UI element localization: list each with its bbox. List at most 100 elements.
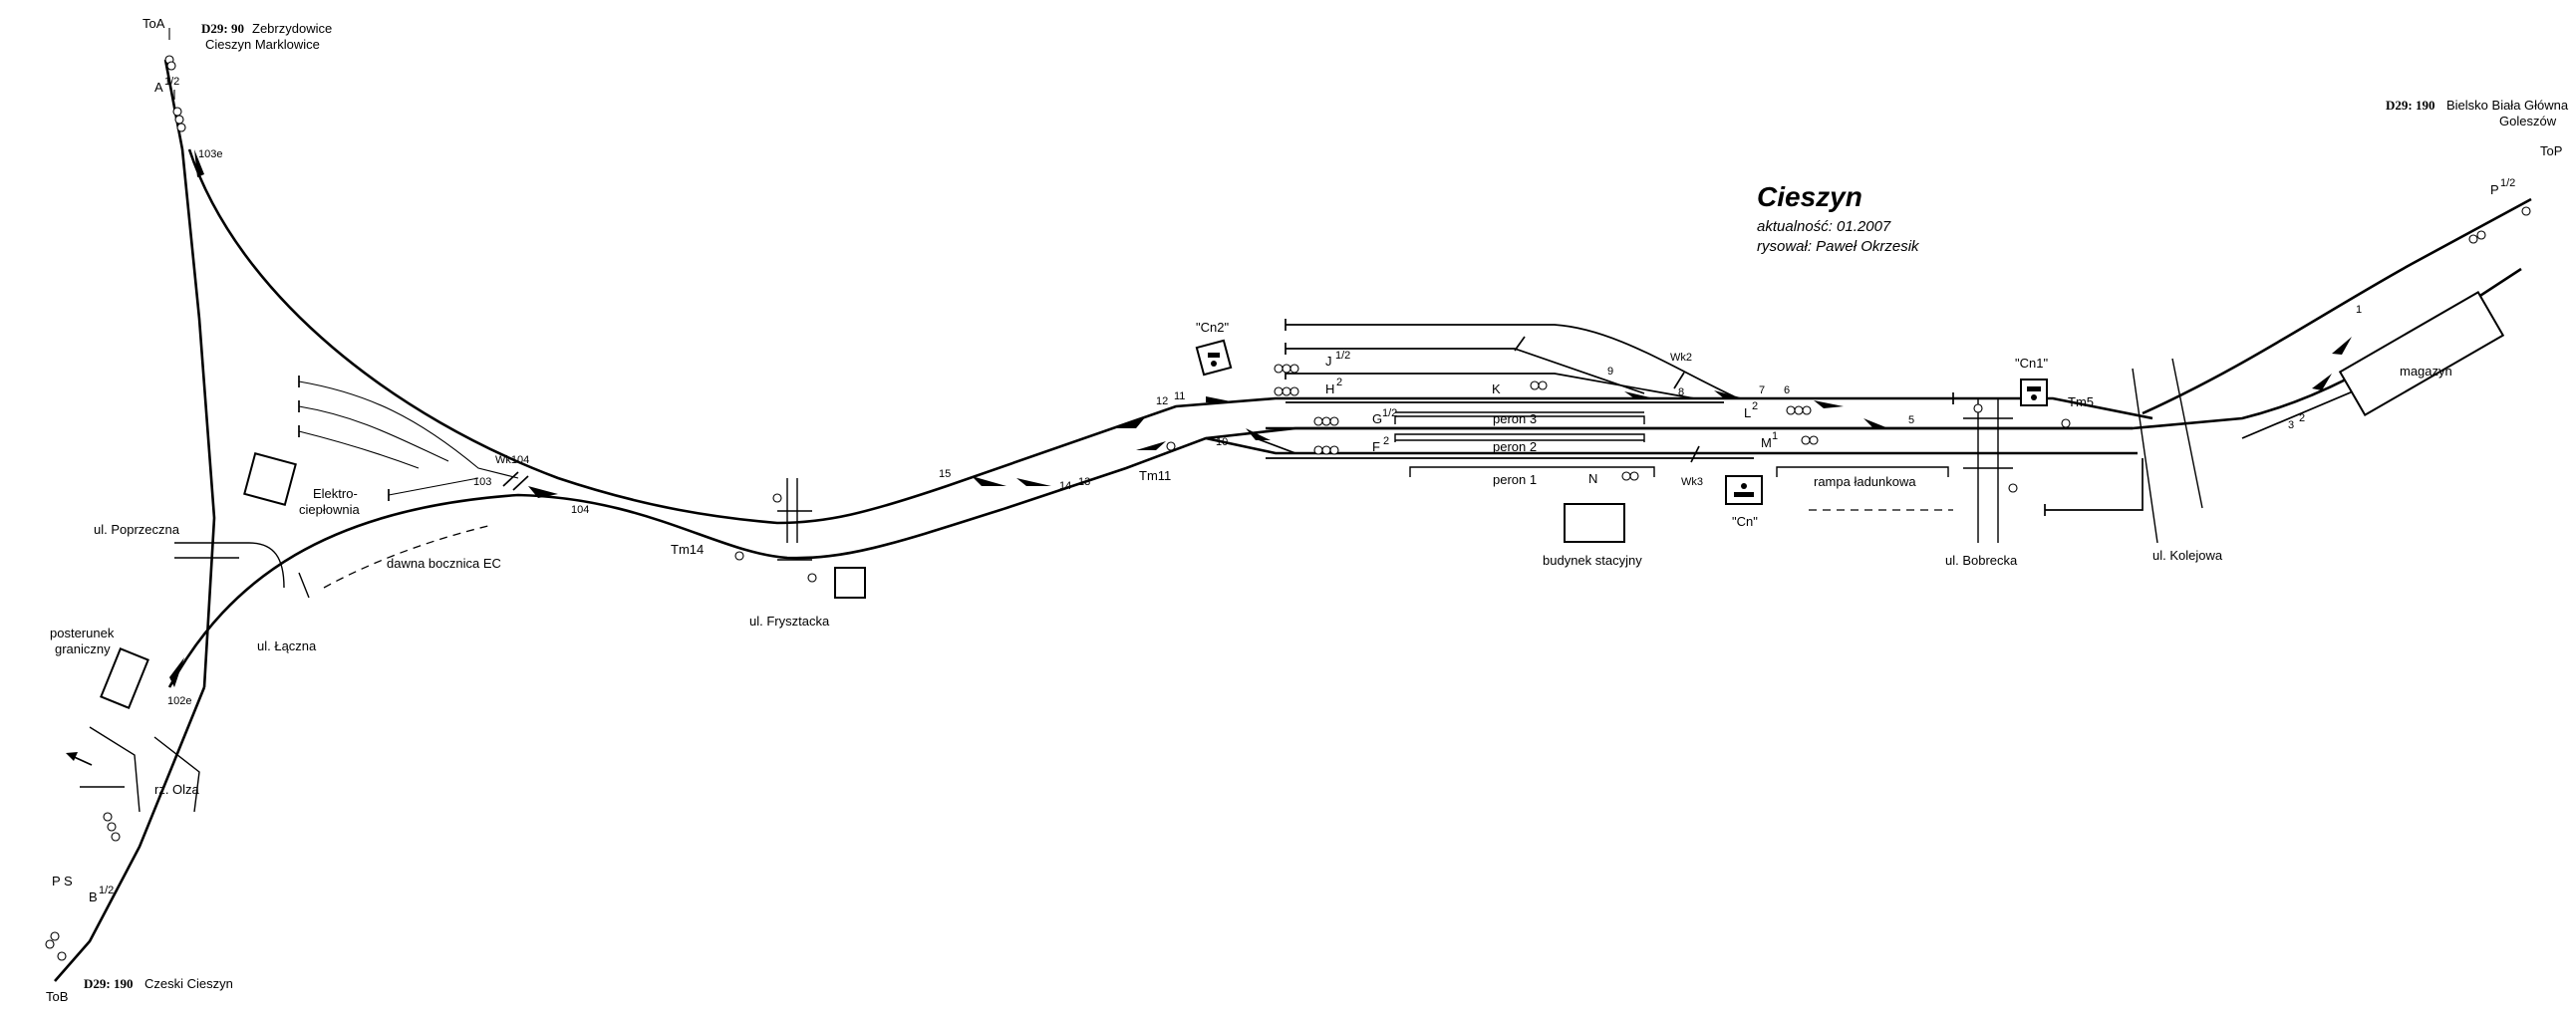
switch-10: 10 [1216,436,1228,448]
signal-m: M [1761,435,1772,450]
updated-note: aktualność: 01.2007 [1757,218,1891,235]
road-bobrecka [1963,398,2013,543]
road-laczna-label: ul. Łączna [257,638,317,653]
dest-e-signal: P [2490,182,2499,197]
dest-e-line1: Bielsko Biała Główna [2446,98,2569,113]
switch-6: 6 [1784,384,1790,396]
platform-3-label: peron 3 [1493,411,1537,426]
dest-nw-line2: Cieszyn Marklowice [205,37,320,52]
siding-e [2045,458,2144,511]
posterunek-building [100,646,149,710]
track-curve-south [167,426,2133,688]
track-czeski-cieszyn [54,686,206,982]
switch-3: 3 [2288,419,2294,431]
switch-11: 11 [1174,390,1185,402]
siding-ec-2 [298,405,449,462]
post-cn1 [2020,379,2048,406]
road-frysztacka-label: ul. Frysztacka [749,614,830,629]
river-olza-label: rz. Olza [154,782,200,797]
dest-sw-end: ToB [46,989,68,1004]
siding-h2 [1286,373,1695,399]
signal-f-sup: 2 [1383,435,1389,447]
platform-1-label: peron 1 [1493,472,1537,487]
track-bielsko [2142,197,2532,415]
dawna-bocznica-label: dawna bocznica EC [387,556,501,571]
siding-h [1286,348,1645,394]
switch-103: 103 [473,476,491,488]
signal-h: H [1325,381,1334,396]
dest-sw-line1: Czeski Cieszyn [144,976,233,991]
platforms [1394,411,1949,477]
crossing-marks [502,336,1700,491]
signal-l-sup: 2 [1752,400,1758,412]
road-kolejowa-label: ul. Kolejowa [2152,548,2223,563]
platform-2-label: peron 2 [1493,439,1537,454]
signal-f: F [1372,439,1380,454]
post-cn [1725,475,1763,505]
dest-nw-end: ToA [143,16,165,31]
signal-m-sup: 1 [1772,430,1778,442]
olza-arrow-head [66,752,78,761]
rampa-label: rampa ładunkowa [1814,474,1916,489]
switch-frogs [169,149,2352,687]
switch-2: 2 [2299,412,2305,424]
switch-15: 15 [939,468,951,480]
road-bobrecka-label: ul. Bobrecka [1945,553,2018,568]
shunt-tm14: Tm14 [671,542,704,557]
switch-13: 13 [1078,476,1090,488]
switch-5: 5 [1908,414,1914,426]
switch-9: 9 [1607,366,1613,378]
platform-2-edge [1394,433,1645,442]
signal-l: L [1744,405,1751,420]
post-cn-label: "Cn" [1732,514,1758,529]
frysztacka-building [834,567,866,599]
dest-e-end: ToP [2540,143,2562,158]
crossing-wk3-label: Wk3 [1681,476,1703,488]
author-note: rysował: Paweł Okrzesik [1757,238,1920,255]
post-cn2 [1195,339,1233,377]
shunt-tm5: Tm5 [2068,394,2094,409]
dest-e-line2: Goleszów [2499,114,2557,128]
siding-ec-1 [298,380,519,479]
shunt-tm11: Tm11 [1139,468,1171,483]
station-building-label: budynek stacyjny [1543,553,1642,568]
platform-3-edge [1394,415,1645,424]
station-building [1564,503,1625,543]
post-cn1-label: "Cn1" [2015,356,2048,371]
dest-e-code: D29: 190 [2386,98,2434,113]
dest-nw-line1: Zebrzydowice [252,21,332,36]
buffer-stops [298,319,2046,516]
siding-ec-4 [388,477,479,496]
switch-104: 104 [571,504,589,516]
dest-sw-ps: P S [52,874,73,888]
ec-label-1: Elektro- [313,486,358,501]
siding-rampa [1255,437,1893,454]
ec-label-2: ciepłownia [299,502,360,517]
platform-1-edge [1409,466,1655,477]
road-kolejowa [2132,358,2203,544]
dest-nw-code: D29: 90 [201,21,244,36]
magazyn-label: magazyn [2400,364,2452,379]
signal-j-sup: 1/2 [1335,350,1350,362]
station-title: Cieszyn [1757,181,1862,212]
road-frysztacka [777,478,812,561]
signal-h-sup: 2 [1336,377,1342,388]
rampa-edge [1776,466,1949,477]
siding-ec-3 [298,430,420,469]
signal-k: K [1492,381,1501,396]
signal-n: N [1588,471,1597,486]
dest-nw-signal: A [154,80,163,95]
post-cn2-label: "Cn2" [1196,320,1229,335]
ec-building [243,452,297,506]
switch-1: 1 [2356,304,2362,316]
track-curve-north [187,148,2153,525]
posterunek-label-1: posterunek [50,626,115,640]
posterunek-label-2: graniczny [55,641,111,656]
dest-sw-signal: B [89,889,98,904]
dest-nw-km: 103e [198,148,222,160]
dest-nw-signal-sup: 1/2 [164,76,179,88]
signal-g-sup: 1/2 [1382,407,1397,419]
crossing-wk2-label: Wk2 [1670,352,1692,364]
dest-sw-km: 102e [167,695,191,707]
